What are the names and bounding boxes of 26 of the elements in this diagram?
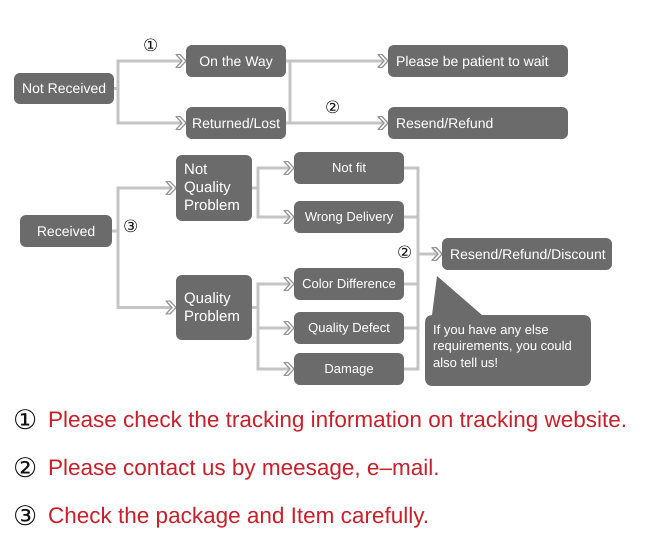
step-number: ② xyxy=(397,244,412,264)
step-number: ① xyxy=(13,405,38,436)
process-box: Not Received xyxy=(14,73,114,104)
note-text: Please check the tracking information on tracking website. xyxy=(48,407,628,433)
process-box: Wrong Delivery xyxy=(294,201,404,233)
process-box: Color Difference xyxy=(294,268,404,300)
process-box: Quality Defect xyxy=(294,312,404,344)
process-box: Returned/Lost xyxy=(186,107,286,139)
speech-bubble xyxy=(425,276,591,386)
step-number: ③ xyxy=(13,501,38,532)
note-text: Check the package and Item carefully. xyxy=(48,503,430,529)
process-box: Quality Problem xyxy=(176,275,252,340)
process-box: Not Quality Problem xyxy=(176,155,252,221)
step-number: ② xyxy=(13,453,38,484)
step-number: ① xyxy=(143,37,158,57)
process-box: On the Way xyxy=(186,45,286,77)
process-box: Damage xyxy=(294,353,404,385)
process-box: Received xyxy=(20,215,112,247)
process-box: Not fit xyxy=(294,152,404,184)
process-box: Resend/Refund xyxy=(388,107,568,139)
step-number: ③ xyxy=(123,218,138,238)
process-box: Please be patient to wait xyxy=(388,45,568,77)
step-number: ② xyxy=(325,99,340,119)
process-box: Resend/Refund/Discount xyxy=(442,238,612,270)
bubble-text: If you have any else requirements, you could also tell us! xyxy=(433,322,573,371)
note-text: Please contact us by meesage, e–mail. xyxy=(48,455,440,481)
